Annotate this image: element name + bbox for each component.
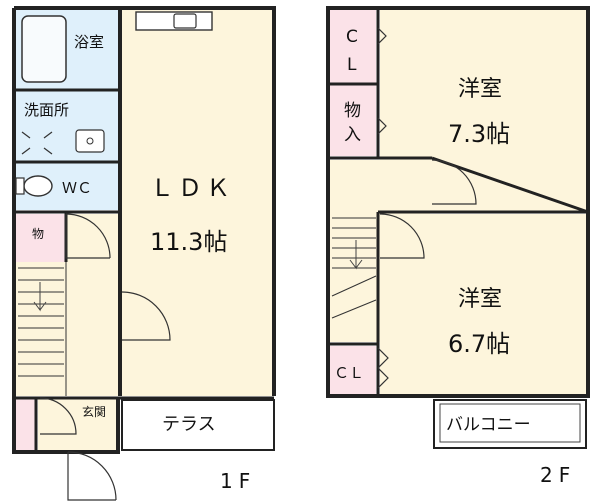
bathtub-icon xyxy=(21,15,67,83)
ldk-room xyxy=(122,10,274,396)
storage2-label-2: 入 xyxy=(344,125,361,145)
room2 xyxy=(380,214,586,394)
balcony xyxy=(433,399,587,449)
sink-icon xyxy=(75,129,105,153)
closet-top-door xyxy=(377,27,387,45)
washing-machine-icon xyxy=(21,131,53,155)
hall2-area xyxy=(330,160,430,214)
balcony-label: バルコニー xyxy=(446,415,531,435)
closet-bottom-room xyxy=(330,346,376,394)
room1-label: 洋室 xyxy=(458,77,502,102)
ldk-label: ＬＤＫ xyxy=(150,174,234,202)
entrance-room xyxy=(38,398,118,450)
kitchen-sink-icon xyxy=(173,13,197,29)
room2-door xyxy=(379,213,425,259)
entrance-door xyxy=(39,397,77,435)
wc-label: ＷＣ xyxy=(62,179,92,197)
room1-door xyxy=(431,159,477,205)
closet-bottom-door xyxy=(377,347,389,389)
closet-top-label-2: L xyxy=(347,55,357,75)
balcony-inner xyxy=(439,403,581,443)
floor1-label: 1F xyxy=(220,469,256,493)
floor-1: 浴室 洗面所 ＷＣ 物 ＬＤＫ 11.3帖 玄関 テラス 1F xyxy=(12,6,276,501)
closet-top-label-1: C xyxy=(346,27,358,47)
storage2-room xyxy=(330,84,376,156)
terrace-label: テラス xyxy=(162,414,216,435)
storage2-label-1: 物 xyxy=(344,101,361,121)
shoe-storage xyxy=(16,398,36,450)
storage-room xyxy=(14,214,66,262)
floor-2: C L 物 入 洋室 7.3帖 洋室 6.7帖 ＣＬ バルコニー 2F xyxy=(326,6,590,487)
front-door xyxy=(67,451,117,501)
stairs-2f xyxy=(331,217,377,319)
storage-label: 物 xyxy=(32,227,44,241)
toilet-tank-icon xyxy=(15,177,25,195)
room2-label: 洋室 xyxy=(458,287,502,312)
storage-door xyxy=(65,213,111,259)
toilet-icon xyxy=(23,175,53,197)
entrance-label: 玄関 xyxy=(82,404,106,419)
closet-top-room xyxy=(330,10,376,84)
room2-size-label: 6.7帖 xyxy=(448,330,510,358)
ldk-door xyxy=(121,291,171,341)
closet-bottom-label: ＣＬ xyxy=(334,364,364,382)
washroom-label: 洗面所 xyxy=(24,101,69,119)
storage2-door xyxy=(377,117,387,135)
ldk-size-label: 11.3帖 xyxy=(150,228,227,256)
bath-label: 浴室 xyxy=(74,33,104,51)
floor2-label: 2F xyxy=(540,463,576,487)
stairs-1f xyxy=(18,262,67,396)
terrace xyxy=(121,399,275,451)
room1-size-label: 7.3帖 xyxy=(448,120,510,148)
sink-drain-icon xyxy=(86,137,94,145)
